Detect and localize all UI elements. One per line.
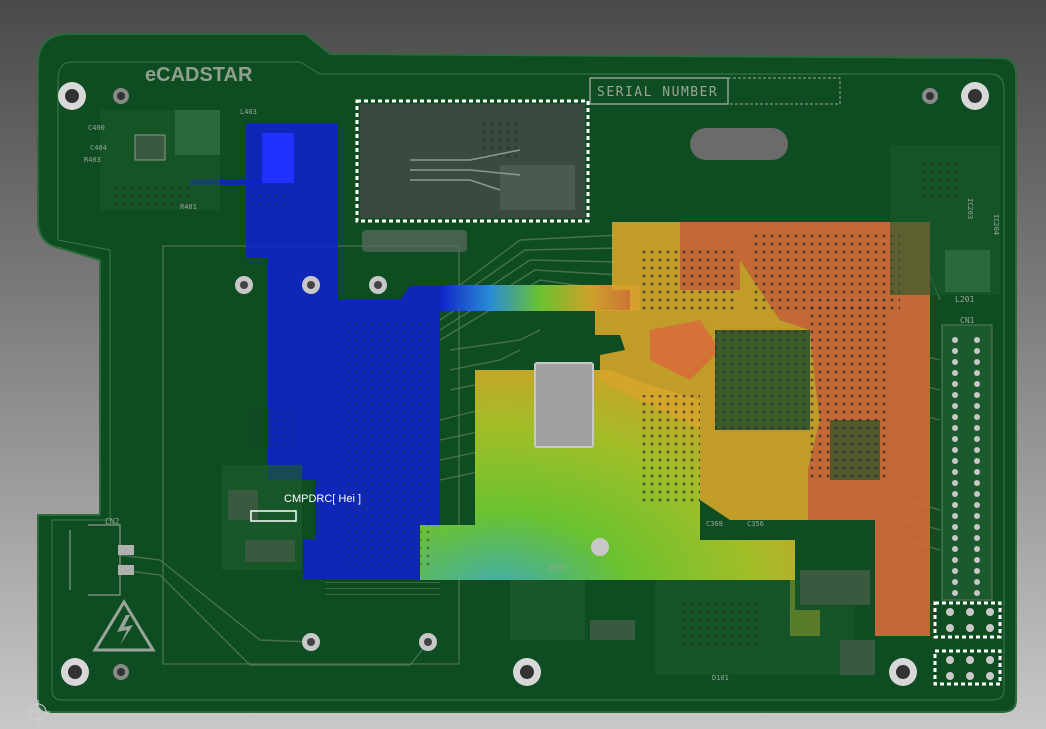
cn1-pin	[974, 491, 980, 497]
label-r401: R401	[180, 203, 197, 211]
thermal-region-mid	[420, 370, 820, 636]
component-cluster-bottom	[325, 580, 635, 640]
cn1-pin	[952, 568, 958, 574]
label-l403: L403	[240, 108, 257, 116]
cn1-pin	[952, 458, 958, 464]
cn1-pin	[974, 502, 980, 508]
cn1-pin	[974, 579, 980, 585]
label-c368: C368	[706, 520, 723, 528]
label-ic20: IC20	[548, 564, 565, 572]
cn1-pin	[952, 436, 958, 442]
cn1-pin	[974, 403, 980, 409]
serial-number-field	[727, 77, 841, 105]
module-selection-box[interactable]	[355, 99, 590, 223]
module-component-2	[500, 165, 575, 210]
label-c400: C400	[88, 124, 105, 132]
cn1-pin	[952, 348, 958, 354]
ecadstar-logo: eCADSTAR	[145, 64, 253, 86]
thermal-region-cold-hotspot	[262, 133, 294, 183]
cn1-pin	[974, 370, 980, 376]
cn1-pin	[974, 392, 980, 398]
cn1-pin	[952, 447, 958, 453]
processor-die[interactable]	[534, 362, 594, 448]
serial-number-label: SERIAL NUMBER	[597, 85, 718, 100]
cn1-pin	[952, 425, 958, 431]
cn1-pin	[952, 579, 958, 585]
cn1-pin	[974, 359, 980, 365]
cn1-pin	[952, 359, 958, 365]
cn1-pin	[974, 513, 980, 519]
connector-cn1-pins	[952, 337, 980, 596]
cn1-pin	[952, 414, 958, 420]
label-r403: R403	[84, 156, 101, 164]
cn1-pin	[952, 590, 958, 596]
label-ic204: IC204	[992, 214, 1000, 235]
cursor-drc-box	[250, 510, 297, 522]
component-cluster-topleft	[100, 110, 220, 210]
cn1-pin	[952, 491, 958, 497]
cn1-pin	[974, 381, 980, 387]
cursor-drc-label: CMPDRC[ Hei ]	[284, 493, 361, 505]
component-cluster-bottomright	[655, 570, 875, 675]
cn1-pin	[974, 524, 980, 530]
cn1-pin	[952, 381, 958, 387]
connector-cn1[interactable]	[941, 324, 993, 601]
label-c404: C404	[90, 144, 107, 152]
label-cn2: CN2	[105, 517, 120, 526]
cn1-pin	[974, 348, 980, 354]
label-d101: D101	[712, 674, 729, 682]
mounting-holes	[58, 82, 989, 686]
cn1-pin	[952, 370, 958, 376]
cn1-pin	[952, 480, 958, 486]
cn1-pin	[952, 546, 958, 552]
connector-pins-bottom	[946, 608, 994, 680]
label-ic203: IC203	[966, 198, 974, 219]
cn1-pin	[974, 447, 980, 453]
cn1-pin	[974, 458, 980, 464]
cn1-pin	[952, 403, 958, 409]
cn1-pin	[952, 392, 958, 398]
module-traces	[410, 149, 521, 191]
cn1-pin	[952, 557, 958, 563]
label-cn1: CN1	[960, 316, 975, 325]
cn1-pin	[952, 337, 958, 343]
grey-pad-strip	[362, 230, 467, 252]
connector-cn2[interactable]	[69, 524, 134, 596]
mounting-slot	[690, 128, 788, 160]
via-fields	[248, 190, 900, 570]
cn1-pin	[952, 502, 958, 508]
cn1-pin	[974, 425, 980, 431]
cn1-pin	[952, 513, 958, 519]
cn1-pin	[974, 546, 980, 552]
cn1-pin	[974, 535, 980, 541]
cn1-pin	[974, 557, 980, 563]
cn1-pin	[974, 337, 980, 343]
cn1-pin	[952, 524, 958, 530]
cn1-pin	[974, 480, 980, 486]
cn1-pin	[974, 469, 980, 475]
thermal-gradient-bridge	[440, 285, 640, 311]
high-voltage-warning-icon	[92, 599, 156, 652]
pcb-keepout-line	[51, 61, 1005, 701]
cn1-pin	[952, 469, 958, 475]
thermal-region-hot-finger	[650, 320, 720, 380]
cn1-pin	[974, 414, 980, 420]
cn1-pin	[974, 590, 980, 596]
component-cluster-left	[222, 465, 302, 570]
thermal-region-cold-trace	[190, 179, 262, 185]
label-l201: L201	[955, 295, 974, 304]
cn1-pin	[974, 436, 980, 442]
label-c356: C356	[747, 520, 764, 528]
origin-crosshair-icon[interactable]	[26, 700, 50, 724]
cn1-pin	[974, 568, 980, 574]
component-cluster-topright	[890, 145, 1000, 295]
cn1-pin	[952, 535, 958, 541]
